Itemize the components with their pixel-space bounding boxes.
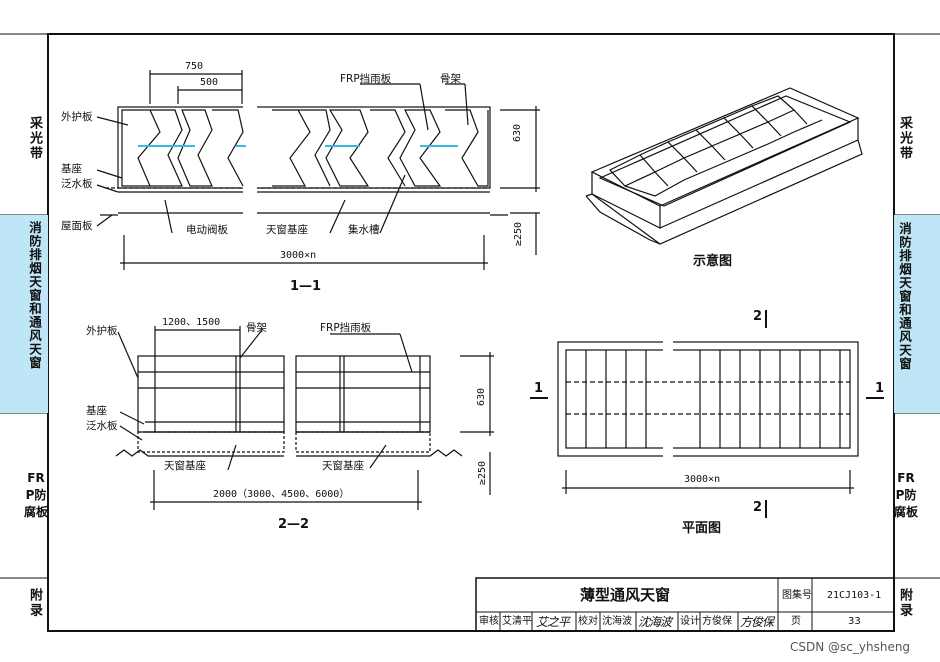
sidebar-label: 附录 — [897, 588, 912, 618]
atlas-label: 图集号 — [782, 590, 812, 601]
check-label: 校对 — [578, 616, 598, 627]
dim-750: 750 — [185, 61, 204, 72]
plan-mark-bottom: 2 — [753, 500, 763, 515]
dim-500: 500 — [200, 77, 219, 88]
review-signature: 艾之平 — [536, 615, 570, 629]
label-outer-panel-b: 外护板 — [86, 325, 118, 337]
plan-mark-top: 2 — [753, 309, 763, 324]
label-outer-panel: 外护板 — [61, 111, 93, 123]
dim-630-b: 630 — [476, 387, 487, 406]
left-sidebar-item-appendix: 附录 — [26, 588, 46, 618]
label-roof-panel: 屋面板 — [61, 220, 93, 232]
watermark: CSDN @sc_yhsheng — [790, 640, 911, 654]
review-name: 艾清平 — [502, 616, 532, 627]
sidebar-label: 采光带 — [897, 116, 912, 161]
dim-250: ≥250 — [513, 221, 524, 246]
sidebar-label: FRP防腐板 — [24, 471, 49, 519]
label-base: 基座 — [61, 163, 82, 175]
dim-length-b: 2000（3000、4500、6000） — [213, 489, 350, 500]
left-sidebar-item-frp: FRP防腐板 — [24, 470, 48, 521]
label-flashing-b: 泛水板 — [86, 420, 118, 432]
page-number: 33 — [848, 616, 861, 627]
review-label: 审核 — [479, 616, 499, 627]
schematic-title: 示意图 — [693, 254, 733, 269]
check-name: 沈海波 — [602, 616, 632, 627]
label-motor-damper: 电动阀板 — [186, 224, 228, 236]
design-label: 设计 — [680, 616, 700, 627]
drawing-title: 薄型通风天窗 — [580, 586, 671, 604]
label-skylight-base-right: 天窗基座 — [322, 460, 364, 472]
label-frame-b: 骨架 — [246, 322, 267, 334]
sidebar-item-frp: FRP防腐板 — [894, 470, 918, 521]
sidebar-label: 附录 — [27, 588, 42, 618]
check-signature: 沈海波 — [638, 615, 672, 629]
dim-length: 3000×n — [280, 250, 317, 261]
label-frp-rain: FRP挡雨板 — [340, 73, 392, 85]
sidebar-label: 消防排烟天窗和通风天窗 — [897, 222, 912, 371]
section-2-2-drawing — [115, 326, 494, 510]
label-frp-rain-b: FRP挡雨板 — [320, 322, 372, 334]
label-base-b: 基座 — [86, 405, 107, 417]
sidebar-label: 采光带 — [27, 116, 42, 161]
highlight-band — [894, 215, 940, 413]
dim-250-b: ≥250 — [477, 460, 488, 485]
dim-630: 630 — [512, 123, 523, 142]
plan-mark-right: 1 — [875, 381, 885, 396]
title-block-lines — [475, 577, 895, 632]
section-2-2-title: 2—2 — [278, 517, 310, 532]
sheet-border — [0, 33, 940, 632]
sidebar-label: 消防排烟天窗和通风天窗 — [27, 221, 42, 370]
plan-title: 平面图 — [682, 521, 722, 536]
label-skylight-base-left: 天窗基座 — [164, 460, 206, 472]
left-sidebar-item-daylighting: 采光带 — [26, 116, 46, 161]
sidebar-item-smoke-ventilation: 消防排烟天窗和通风天窗 — [896, 222, 916, 371]
plan-mark-left: 1 — [534, 381, 544, 396]
schematic-3d — [585, 87, 863, 245]
page-label: 页 — [791, 616, 801, 627]
sidebar-item-daylighting: 采光带 — [896, 116, 916, 161]
label-frame: 骨架 — [440, 73, 461, 85]
plan-drawing — [530, 310, 884, 518]
design-signature: 方俊保 — [740, 615, 774, 629]
design-name: 方俊保 — [702, 616, 732, 627]
section-1-1-title: 1—1 — [290, 279, 322, 294]
dim-1200-1500: 1200、1500 — [162, 317, 221, 328]
label-flashing: 泛水板 — [61, 178, 93, 190]
label-gutter: 集水槽 — [348, 224, 380, 236]
atlas-number: 21CJ103-1 — [827, 590, 882, 601]
plan-dim-length: 3000×n — [684, 474, 721, 485]
sidebar-item-appendix: 附录 — [896, 588, 916, 618]
section-1-1-drawing — [96, 70, 540, 270]
sidebar-label: FRP防腐板 — [894, 471, 919, 519]
left-sidebar-item-smoke: 消防排烟天窗和通风天窗 — [0, 215, 48, 413]
label-skylight-base: 天窗基座 — [266, 224, 308, 236]
